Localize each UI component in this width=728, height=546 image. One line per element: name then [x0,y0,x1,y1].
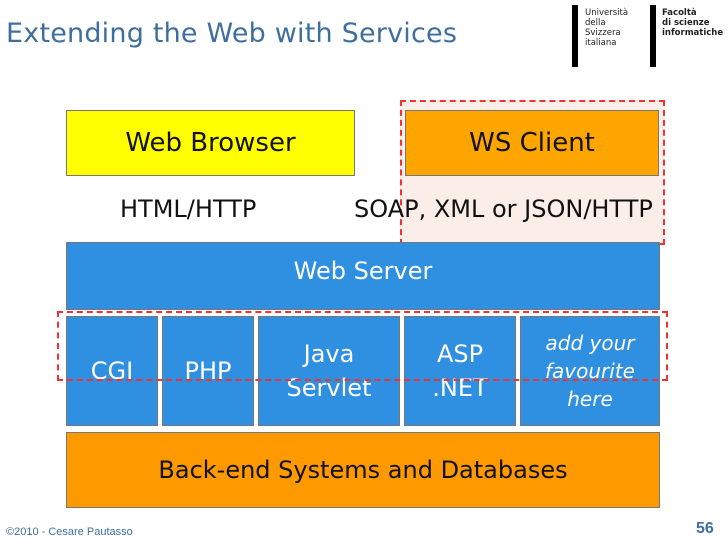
add-favourite-label-line1: add your [545,331,635,355]
add-favourite-box: add your favourite here [520,316,660,426]
asp-net-label-line1: ASP [436,340,484,368]
add-favourite-label-line3: here [567,387,613,411]
java-servlet-label-line1: Java [303,340,355,368]
server-extensions-highlight [57,311,668,381]
soap-xml-json-label: SOAP, XML or JSON/HTTP [354,195,653,223]
asp-net-box: ASP .NET [404,316,516,426]
backend-box: Back-end Systems and Databases [66,432,660,508]
usi-logo-text: Università della Svizzera italiana [585,8,629,48]
web-browser-label: Web Browser [125,128,296,158]
logo-bar-left [572,5,578,67]
web-server-label: Web Server [293,257,433,285]
java-servlet-label-line2: Servlet [286,374,372,402]
ws-client-box: WS Client [405,110,659,176]
html-http-label: HTML/HTTP [120,195,257,223]
page-number: 56 [696,520,714,537]
backend-label: Back-end Systems and Databases [158,456,568,484]
php-box: PHP [162,316,254,426]
logo-bar-right [650,5,656,67]
asp-net-label-line2: .NET [432,374,488,402]
web-server-box: Web Server [66,242,660,310]
faculty-logo-text: Facoltà di scienze informatiche [662,8,724,38]
ws-client-label: WS Client [469,128,595,158]
java-servlet-box: Java Servlet [258,316,400,426]
cgi-box: CGI [66,316,158,426]
slide-title: Extending the Web with Services [6,18,458,49]
footer-copyright: ©2010 - Cesare Pautasso [6,526,133,538]
web-browser-box: Web Browser [66,110,355,176]
